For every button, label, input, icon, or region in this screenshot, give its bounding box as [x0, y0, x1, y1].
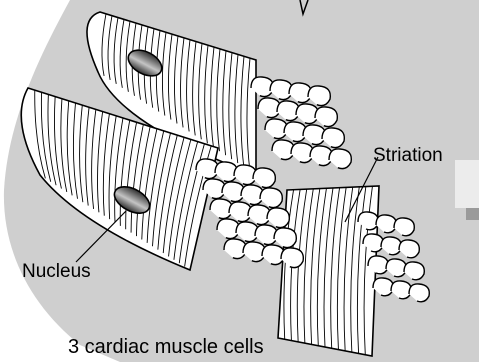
side-box: [455, 160, 479, 208]
nucleus-label: Nucleus: [22, 262, 91, 281]
side-box-shadow: [466, 208, 479, 220]
caption: 3 cardiac muscle cells: [68, 337, 264, 357]
striation-label: Striation: [373, 146, 443, 165]
